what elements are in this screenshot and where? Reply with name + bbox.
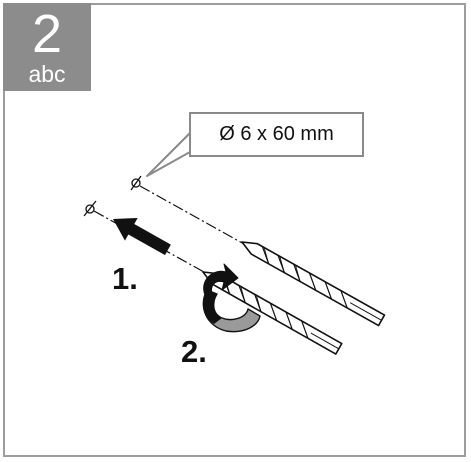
callout-pointer <box>146 132 191 177</box>
step-label-2: 2. <box>181 334 207 369</box>
rotate-arrow-icon <box>202 263 261 333</box>
step-subtitle: abc <box>28 61 66 87</box>
dimension-callout: Ø 6 x 60 mm <box>189 112 364 157</box>
step-label-1: 1. <box>112 261 138 296</box>
step-number: 2 <box>31 4 63 64</box>
crosshair-icon <box>130 175 142 191</box>
drill-bit-icon <box>241 241 386 327</box>
upper-axis-line <box>139 185 245 245</box>
dimension-label: Ø 6 x 60 mm <box>219 123 334 145</box>
step-badge: 2 abc <box>3 3 91 91</box>
crosshair-icon <box>83 200 97 217</box>
arrow-left-icon <box>113 217 171 256</box>
